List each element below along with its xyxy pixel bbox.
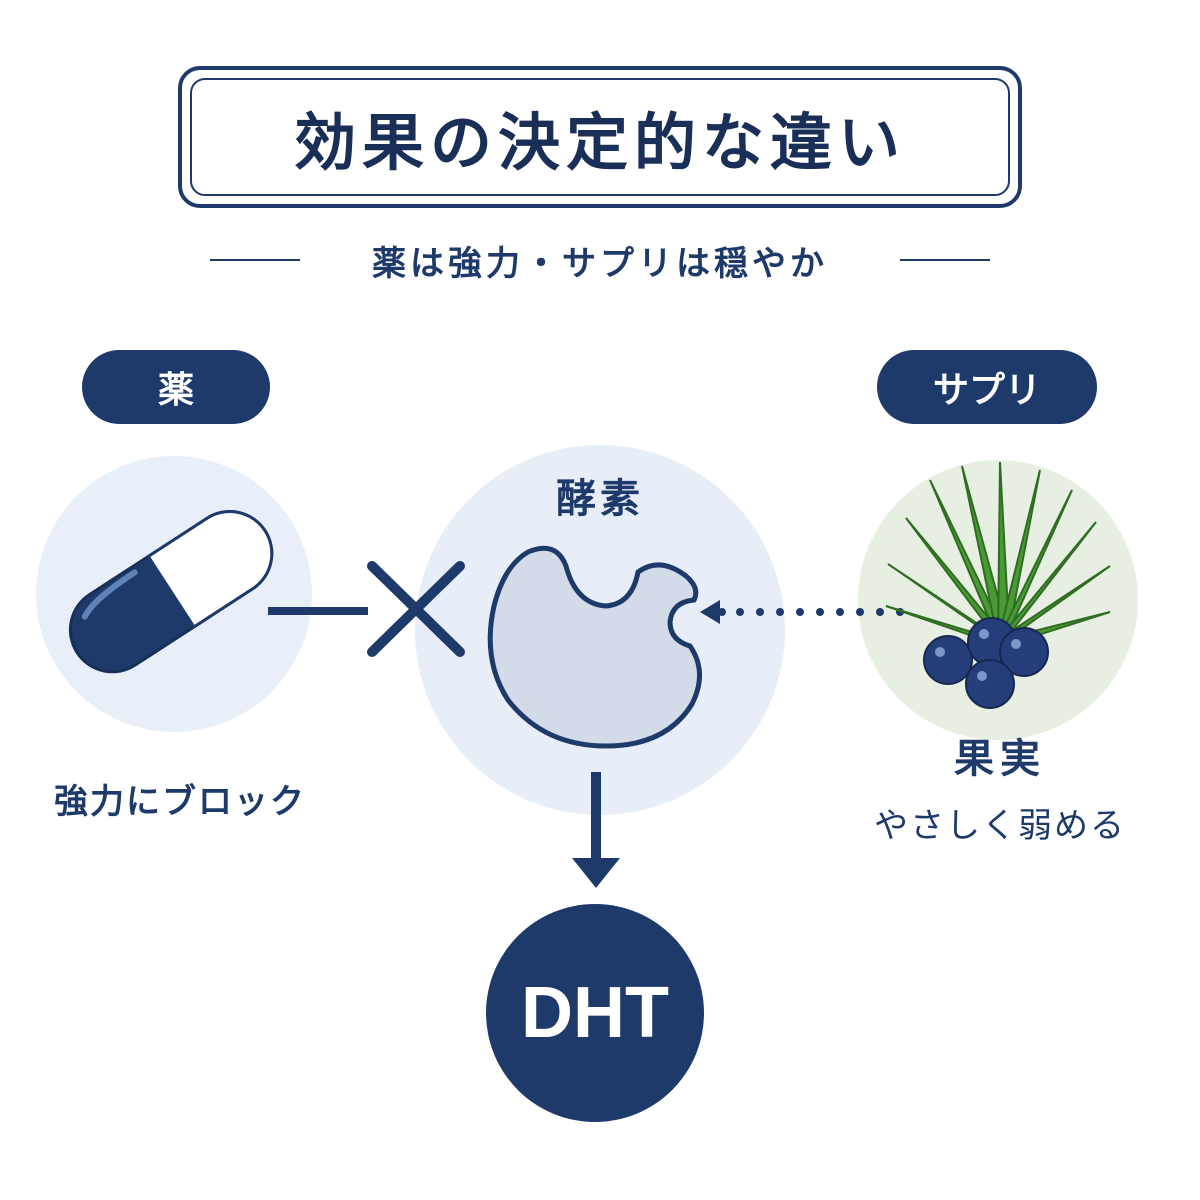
- saw-palmetto-icon: [885, 461, 1111, 709]
- page-title: 効果の決定的な違い: [293, 106, 906, 179]
- subtitle: 薬は強力・サプリは穏やか: [372, 243, 828, 284]
- supplement-caption: やさしく弱める: [874, 806, 1126, 846]
- cross-icon: [367, 561, 465, 657]
- dht-circle: DHT: [486, 904, 704, 1122]
- dotted-arrow: [700, 600, 904, 624]
- title-inner-frame: 効果の決定的な違い: [190, 78, 1010, 196]
- medicine-caption: 強力にブロック: [54, 782, 306, 822]
- title-frame: 効果の決定的な違い: [178, 66, 1022, 208]
- subtitle-rule-left: [210, 259, 300, 261]
- down-arrow: [572, 772, 620, 888]
- enzyme-label: 酵素: [556, 476, 644, 522]
- fruit-label: 果実: [954, 736, 1046, 782]
- capsule-icon: [68, 510, 274, 674]
- subtitle-rule-right: [900, 259, 990, 261]
- subtitle-row: 薬は強力・サプリは穏やか: [210, 232, 990, 288]
- enzyme-icon: [487, 545, 703, 749]
- medicine-badge: 薬: [82, 350, 270, 424]
- dht-label: DHT: [521, 973, 669, 1053]
- supplement-badge: サプリ: [877, 350, 1097, 424]
